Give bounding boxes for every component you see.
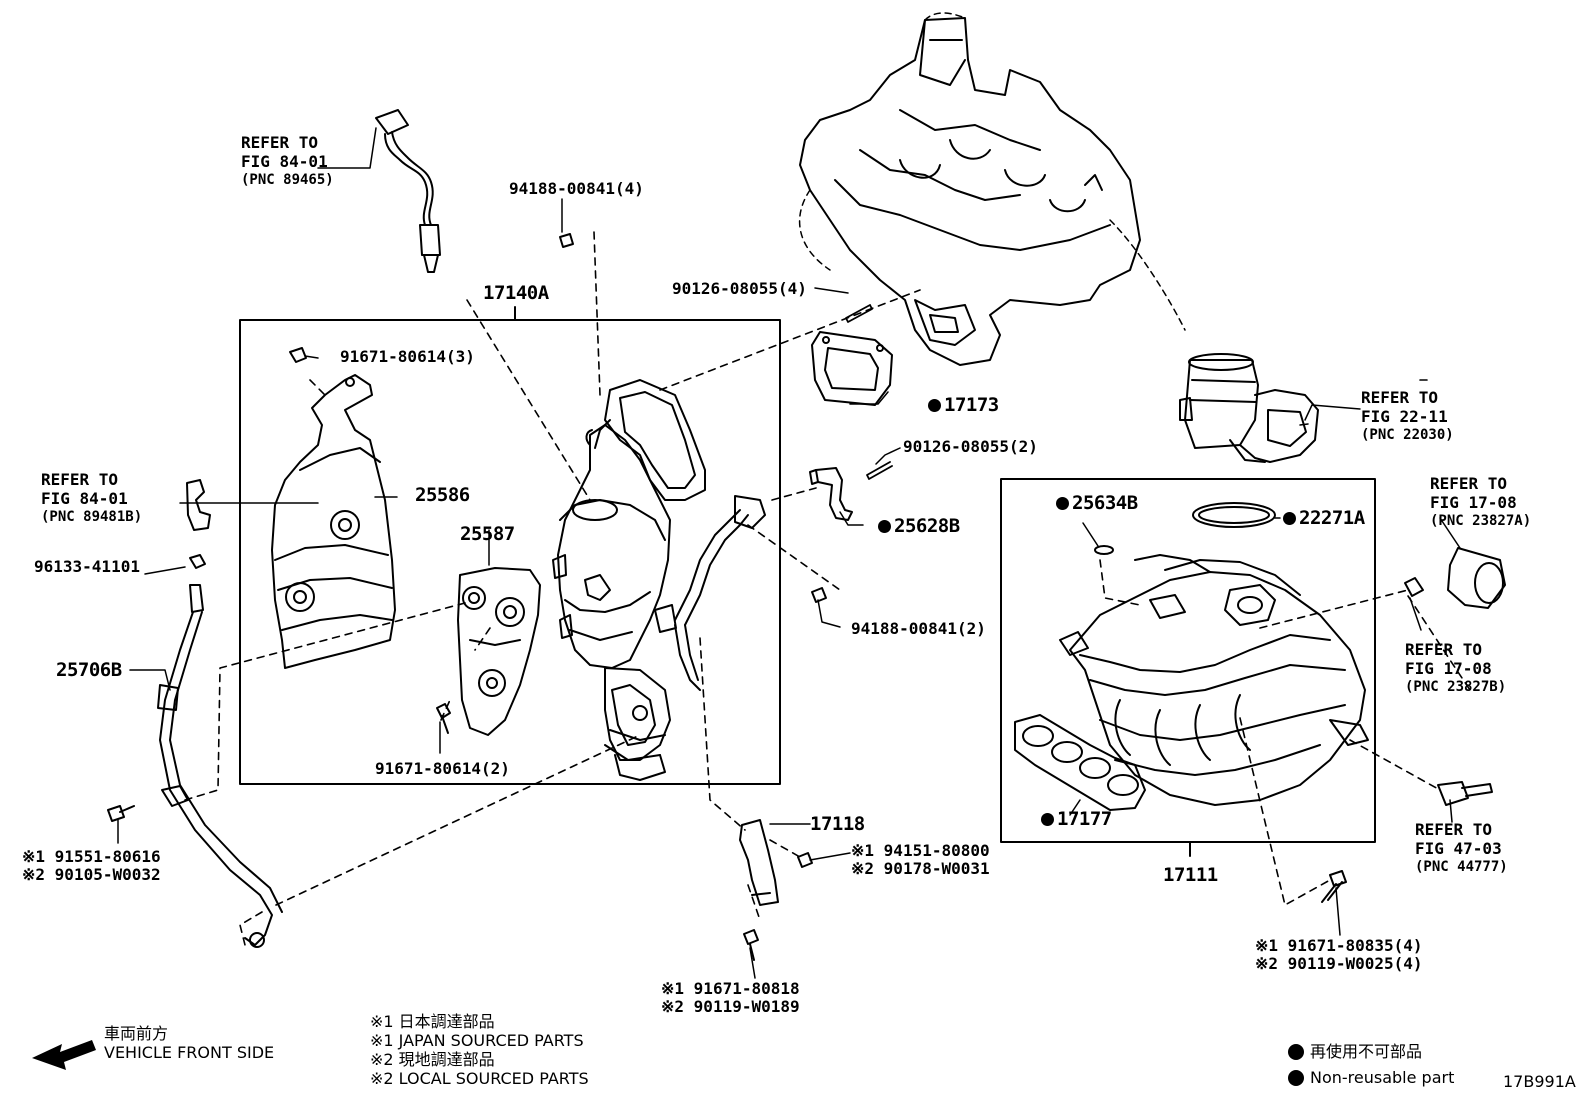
cylinder-head-drawing [799,17,1141,366]
frame-17140A [239,319,781,785]
part-25586: 25586 [415,484,470,506]
nonreusable-dot-icon [1056,497,1069,510]
part-22271A: 22271A [1283,507,1365,529]
sourcing-notes: ※1 日本調達部品※1 JAPAN SOURCED PARTS※2 現地調達部品… [370,1012,589,1088]
figure-code: 17B991A [1503,1072,1576,1091]
throttle-body-drawing [1179,353,1319,463]
bolt-91671-80818: ※1 91671-80818※2 90119-W0189 [661,979,800,1016]
legend-dot-icon [1288,1070,1304,1086]
part-91671-80614-3: 91671-80614(3) [340,347,475,366]
bolt-91551-80616: ※1 91551-80616※2 90105-W0032 [22,847,161,884]
oxygen-sensor-upper-drawing [375,109,441,273]
bolt-91671-80835: ※1 91671-80835(4)※2 90119-W0025(4) [1255,936,1423,973]
part-17173: 17173 [928,394,999,416]
part-94188-00841-4: 94188-00841(4) [509,179,644,198]
gasket-17177-drawing [1014,714,1146,811]
exhaust-manifold-drawing [552,379,706,781]
part-94188-00841-2: 94188-00841(2) [851,619,986,638]
nonreusable-dot-icon [1283,512,1296,525]
part-90126-08055-2: 90126-08055(2) [903,437,1038,456]
nonreusable-dot-icon [928,399,941,412]
insulator-25587-drawing [457,567,541,736]
part-17111: 17111 [1163,864,1218,886]
nonreusable-dot-icon [878,520,891,533]
gasket-17173-drawing [811,331,893,406]
hose-25706B-drawing [157,584,283,948]
frame-17111 [1000,478,1376,843]
part-17177: 17177 [1041,808,1112,830]
intake-manifold-drawing [1059,554,1369,806]
bolt-94151-80800: ※1 94151-80800※2 90178-W0031 [851,841,990,878]
part-91671-80614-2: 91671-80614(2) [375,759,510,778]
part-96133-41101: 96133-41101 [34,557,140,576]
assembly-lines [184,231,1471,946]
part-25587: 25587 [460,523,515,545]
vehicle-front-arrow-icon [32,1040,96,1070]
fasteners-drawing [107,233,1347,961]
nonreusable-dot-icon [1041,813,1054,826]
part-90126-08055-4: 90126-08055(4) [672,279,807,298]
nonreusable-legend-en: Non-reusable part [1310,1068,1455,1087]
nonreusable-legend-jp: 再使用不可部品 [1310,1042,1423,1061]
part-25628B: 25628B [878,515,960,537]
legend-dot-icon [1288,1044,1304,1060]
insulator-25586-drawing [271,374,396,669]
part-17140A: 17140A [483,282,549,304]
part-25634B: 25634B [1056,492,1138,514]
part-25706B: 25706B [56,659,122,681]
leader-lines [117,127,1461,979]
part-17118: 17118 [810,813,865,835]
